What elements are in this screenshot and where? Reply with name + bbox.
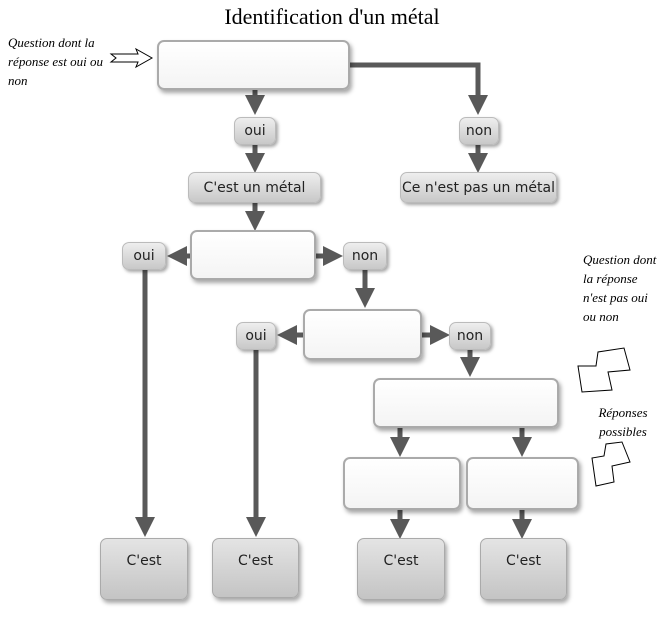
result-not-metal: Ce n'est pas un métal xyxy=(400,172,557,203)
label-oui: oui xyxy=(236,322,276,350)
end-box-3: C'est xyxy=(357,538,445,600)
note-open-question: Question dont la réponse n'est pas oui o… xyxy=(583,252,657,324)
arrow-q1-non xyxy=(350,62,488,115)
hollow-arrow-icon xyxy=(109,47,154,69)
label-non: non xyxy=(459,117,499,145)
label-non: non xyxy=(343,242,387,270)
hollow-arrow-icon xyxy=(591,441,631,487)
question-box-1 xyxy=(157,40,350,90)
result-metal: C'est un métal xyxy=(188,172,321,203)
end-box-2: C'est xyxy=(212,538,299,598)
label-oui: oui xyxy=(234,117,276,145)
label-non: non xyxy=(449,322,491,350)
hollow-arrow-icon xyxy=(577,347,631,393)
note-possible-answers: Réponses possibles xyxy=(598,405,648,439)
question-box-open xyxy=(373,378,559,428)
question-box-2 xyxy=(190,230,316,280)
question-box-3 xyxy=(303,309,422,360)
diagram-title: Identification d'un métal xyxy=(224,4,440,29)
label-oui: oui xyxy=(122,242,166,270)
end-box-1: C'est xyxy=(100,538,188,600)
end-box-4: C'est xyxy=(480,538,567,600)
note-yes-no-question: Question dont la réponse est oui ou non xyxy=(8,35,103,88)
answer-box-1 xyxy=(343,457,461,510)
answer-box-2 xyxy=(466,457,579,510)
